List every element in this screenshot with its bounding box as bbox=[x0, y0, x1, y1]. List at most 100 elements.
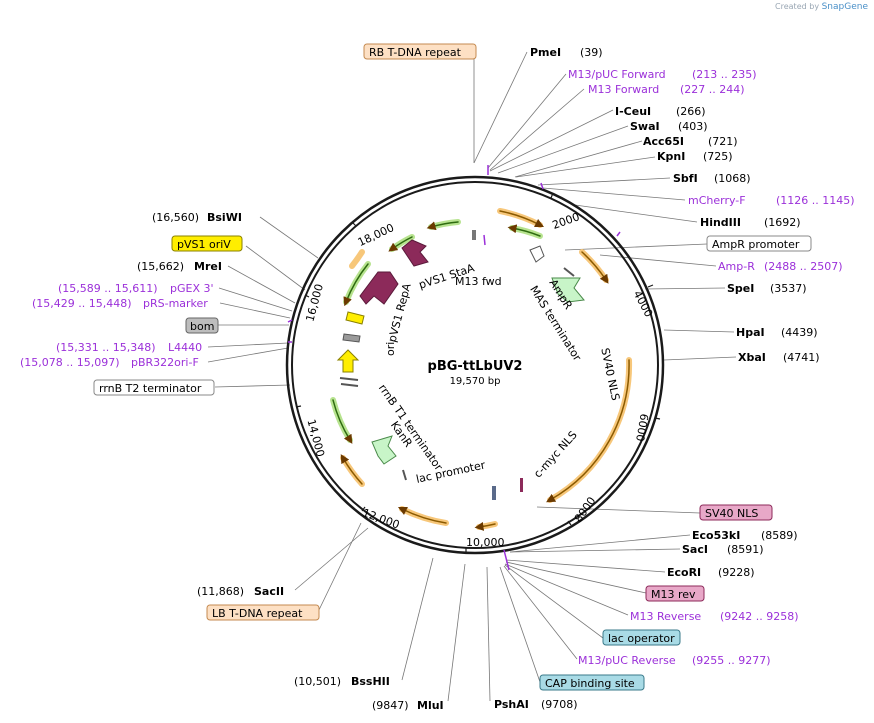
m13fwd-mark bbox=[472, 230, 476, 240]
box-rrnb-t2 bbox=[93, 379, 215, 396]
box-rb-tdna bbox=[363, 43, 477, 60]
pos-m13-fwd: (227 .. 244) bbox=[680, 83, 745, 96]
label-acc65i: Acc65I bbox=[643, 135, 684, 148]
orange-features bbox=[340, 208, 633, 531]
pos-bsiwi: (16,560) bbox=[152, 211, 199, 224]
rrnb-t1-mark bbox=[340, 383, 359, 387]
label-prs-marker: pRS-marker bbox=[143, 297, 208, 310]
label-kpni: KpnI bbox=[657, 150, 685, 163]
label-mrei: MreI bbox=[194, 260, 222, 273]
label-sbfi: SbfI bbox=[673, 172, 698, 185]
plasmid-name: pBG-ttLbUV2 bbox=[428, 359, 523, 374]
label-cmyc: c-myc NLS bbox=[531, 428, 580, 480]
pos-pbr322ori-f: (15,078 .. 15,097) bbox=[20, 356, 120, 369]
pos-mlui: (9847) bbox=[372, 699, 409, 712]
snapgene-logo: SnapGene bbox=[821, 2, 868, 12]
label-sacii: SacII bbox=[254, 585, 284, 598]
label-m13puc-reverse: M13/pUC Reverse bbox=[578, 654, 676, 667]
label-pbr322ori-f: pBR322ori-F bbox=[131, 356, 199, 369]
repa-arrow bbox=[359, 271, 399, 305]
label-sv40nls-box: SV40 NLS bbox=[705, 507, 758, 520]
label-m13fwd: M13 fwd bbox=[455, 275, 502, 288]
tick-label: 10,000 bbox=[466, 536, 505, 549]
tick-label: 18,000 bbox=[356, 221, 396, 249]
pos-prs-marker: (15,429 .. 15,448) bbox=[32, 297, 132, 310]
box-lac-operator bbox=[602, 629, 681, 646]
label-saci: SacI bbox=[682, 543, 708, 556]
tick-label: 6000 bbox=[633, 413, 651, 443]
label-xbai: XbaI bbox=[738, 351, 766, 364]
label-pshai: PshAI bbox=[494, 698, 529, 711]
label-sv40nls: SV40 NLS bbox=[598, 347, 622, 402]
pos-swai: (403) bbox=[678, 120, 708, 133]
tick-label: 2000 bbox=[551, 210, 582, 232]
label-rb-tdna: RB T-DNA repeat bbox=[369, 46, 462, 59]
lacprom-mark bbox=[402, 469, 407, 481]
green-features bbox=[330, 219, 543, 444]
pos-amp-r: (2488 .. 2507) bbox=[764, 260, 843, 273]
label-ampr-promoter: AmpR promoter bbox=[712, 238, 800, 251]
label-lacprom: lac promoter bbox=[415, 458, 487, 485]
staa-arrow bbox=[401, 239, 429, 267]
cmyc-mark bbox=[520, 478, 523, 492]
pos-xbai: (4741) bbox=[783, 351, 820, 364]
pos-hpai: (4439) bbox=[781, 326, 818, 339]
backbone-inner bbox=[291, 181, 659, 549]
label-m13rev-box: M13 rev bbox=[651, 588, 696, 601]
label-m13-fwd: M13 Forward bbox=[588, 83, 659, 96]
label-spei: SpeI bbox=[727, 282, 754, 295]
pos-spei: (3537) bbox=[770, 282, 807, 295]
pos-saci: (8591) bbox=[727, 543, 764, 556]
rrnb-t2-mark bbox=[339, 377, 359, 381]
box-ampr-promoter bbox=[706, 235, 812, 252]
label-iceui: I-CeuI bbox=[615, 105, 651, 118]
label-pmei: PmeI bbox=[530, 46, 561, 59]
box-m13rev bbox=[645, 585, 705, 602]
label-bsiwi: BsiWI bbox=[207, 211, 242, 224]
pos-pgex3: (15,589 .. 15,611) bbox=[58, 282, 158, 295]
box-pvs1-oriv bbox=[171, 235, 243, 252]
pos-eco53ki: (8589) bbox=[761, 529, 798, 542]
label-m13puc-fwd: M13/pUC Forward bbox=[568, 68, 666, 81]
label-swai: SwaI bbox=[630, 120, 660, 133]
snapgene-credit: Created by SnapGene bbox=[775, 2, 868, 12]
label-ori: ori bbox=[384, 342, 397, 356]
label-lb-tdna: LB T-DNA repeat bbox=[212, 607, 303, 620]
lac-mark bbox=[492, 486, 496, 500]
pos-pmei: (39) bbox=[580, 46, 603, 59]
ampr-arrow bbox=[551, 277, 585, 303]
pos-l4440: (15,331 .. 15,348) bbox=[56, 341, 156, 354]
ori-arrow bbox=[336, 349, 360, 373]
label-ecori: EcoRI bbox=[667, 566, 701, 579]
bom-box bbox=[342, 333, 361, 343]
pos-kpni: (725) bbox=[703, 150, 733, 163]
pos-mcherry-f: (1126 .. 1145) bbox=[776, 194, 855, 207]
box-sv40nls bbox=[699, 504, 773, 521]
top-right-labels: PmeI (39) M13/pUC Forward (213 .. 235) M… bbox=[530, 46, 855, 364]
label-bom: bom bbox=[190, 320, 214, 333]
label-m13-reverse: M13 Reverse bbox=[630, 610, 701, 623]
tick-label: 16,000 bbox=[303, 282, 326, 323]
box-bom bbox=[185, 317, 219, 334]
label-rrnb-t2: rrnB T2 terminator bbox=[99, 382, 202, 395]
label-mcherry-f: mCherry-F bbox=[688, 194, 746, 207]
tick-marks bbox=[295, 192, 661, 553]
label-l4440: L4440 bbox=[168, 341, 202, 354]
pos-sbfi: (1068) bbox=[714, 172, 751, 185]
pos-pshai: (9708) bbox=[541, 698, 578, 711]
bottom-right-labels: SV40 NLS Eco53kI (8589) SacI (8591) EcoR… bbox=[197, 504, 799, 712]
pos-acc65i: (721) bbox=[708, 135, 738, 148]
mas-mark bbox=[563, 267, 575, 277]
box-lb-tdna bbox=[206, 604, 320, 621]
label-hpai: HpaI bbox=[736, 326, 765, 339]
kanr-arrow bbox=[371, 435, 397, 465]
label-cap-binding: CAP binding site bbox=[545, 677, 635, 690]
pos-hindiii: (1692) bbox=[764, 216, 801, 229]
box-cap-binding bbox=[539, 674, 645, 691]
backbone-outer bbox=[285, 175, 665, 555]
pos-ecori: (9228) bbox=[718, 566, 755, 579]
label-bsshii: BssHII bbox=[351, 675, 390, 688]
pos-m13puc-fwd: (213 .. 235) bbox=[692, 68, 757, 81]
label-pgex3: pGEX 3' bbox=[170, 282, 214, 295]
